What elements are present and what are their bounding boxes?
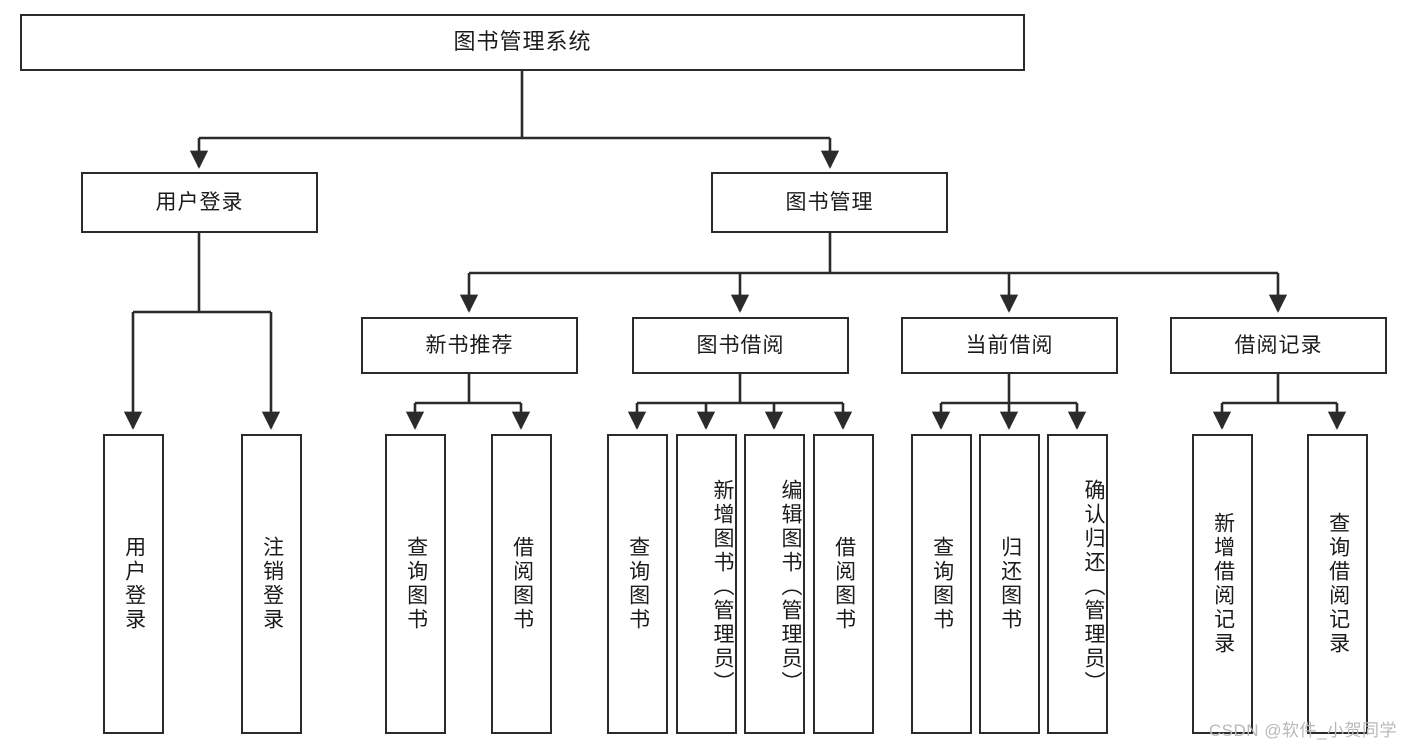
node-label: 新增图书（管理员） (711, 479, 734, 695)
node-book-borrow[interactable]: 图书借阅 (632, 317, 849, 374)
node-label: 查询图书 (404, 536, 428, 632)
watermark-text: CSDN @软件_小贺同学 (1208, 721, 1397, 740)
node-label: 新增借阅记录 (1211, 512, 1235, 656)
node-label: 图书管理 (785, 190, 874, 214)
leaf-current-confirm-return[interactable]: 确认归还（管理员） (1047, 434, 1108, 734)
leaf-borrow-add-book[interactable]: 新增图书（管理员） (676, 434, 737, 734)
node-label: 新书推荐 (425, 333, 514, 357)
node-label: 用户登录 (155, 190, 244, 214)
node-label: 图书管理系统 (453, 29, 592, 55)
node-label: 借阅图书 (510, 536, 534, 632)
node-user-login[interactable]: 用户登录 (81, 172, 318, 233)
node-label: 借阅记录 (1234, 333, 1323, 357)
node-book-management[interactable]: 图书管理 (711, 172, 948, 233)
node-label: 查询图书 (626, 536, 650, 632)
node-new-book-recommend[interactable]: 新书推荐 (361, 317, 578, 374)
node-label: 当前借阅 (965, 333, 1054, 357)
leaf-borrow-edit-book[interactable]: 编辑图书（管理员） (744, 434, 805, 734)
leaf-current-query-book[interactable]: 查询图书 (911, 434, 972, 734)
leaf-newbook-borrow-book[interactable]: 借阅图书 (491, 434, 552, 734)
leaf-newbook-query-book[interactable]: 查询图书 (385, 434, 446, 734)
node-root-system[interactable]: 图书管理系统 (20, 14, 1025, 71)
leaf-borrow-lend-book[interactable]: 借阅图书 (813, 434, 874, 734)
leaf-current-return-book[interactable]: 归还图书 (979, 434, 1040, 734)
node-label: 图书借阅 (696, 333, 785, 357)
node-label: 查询图书 (930, 536, 954, 632)
node-label: 归还图书 (998, 536, 1022, 632)
leaf-record-add[interactable]: 新增借阅记录 (1192, 434, 1253, 734)
node-label: 确认归还（管理员） (1082, 479, 1105, 695)
node-label: 注销登录 (260, 536, 284, 632)
node-label: 编辑图书（管理员） (779, 479, 802, 695)
node-label: 查询借阅记录 (1326, 512, 1350, 656)
node-borrow-record[interactable]: 借阅记录 (1170, 317, 1387, 374)
leaf-record-query[interactable]: 查询借阅记录 (1307, 434, 1368, 734)
leaf-borrow-query-book[interactable]: 查询图书 (607, 434, 668, 734)
node-label: 借阅图书 (832, 536, 856, 632)
leaf-user-login[interactable]: 用户登录 (103, 434, 164, 734)
node-current-borrow[interactable]: 当前借阅 (901, 317, 1118, 374)
node-label: 用户登录 (122, 536, 146, 632)
leaf-logout[interactable]: 注销登录 (241, 434, 302, 734)
